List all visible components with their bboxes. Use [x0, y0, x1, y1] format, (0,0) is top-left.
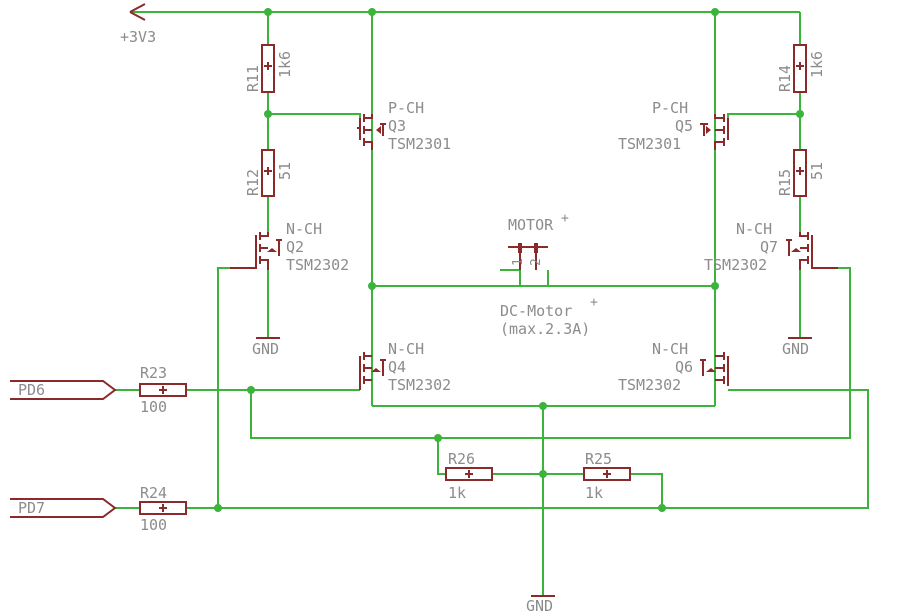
mosfet-name: Q7 — [760, 238, 778, 256]
mosfet-name: Q3 — [388, 117, 406, 135]
port-label: PD6 — [18, 381, 45, 399]
mosfet-q5: P-CH Q5 TSM2301 — [618, 99, 729, 153]
mosfet-name: Q4 — [388, 358, 406, 376]
port-label: PD7 — [18, 499, 45, 517]
mosfet-type: N-CH — [736, 220, 772, 238]
resistor-r14: R14 1k6 — [776, 44, 826, 93]
mosfet-q4: N-CH Q4 TSM2302 — [359, 340, 451, 394]
mosfet-type: N-CH — [286, 220, 322, 238]
resistor-value: 51 — [276, 162, 294, 180]
resistor-name: R15 — [776, 169, 794, 196]
motor-pin-1: 1 — [511, 258, 526, 266]
resistor-value: 51 — [808, 162, 826, 180]
junctions — [214, 8, 804, 512]
motor-plus: + — [590, 295, 598, 310]
mosfet-name: Q5 — [675, 117, 693, 135]
mosfet-name: Q2 — [286, 238, 304, 256]
mosfet-type: P-CH — [388, 99, 424, 117]
resistor-r24: R24 100 — [139, 484, 187, 534]
resistor-value: 1k — [448, 484, 466, 502]
resistor-name: R25 — [585, 450, 612, 468]
motor-pin-2: 2 — [529, 258, 544, 266]
resistor-value: 1k6 — [276, 51, 294, 78]
resistor-r26: R26 1k — [445, 450, 493, 502]
mosfet-type: N-CH — [652, 340, 688, 358]
resistor-name: R12 — [244, 169, 262, 196]
mosfet-q7: N-CH Q7 TSM2302 — [704, 220, 838, 274]
resistor-name: R26 — [448, 450, 475, 468]
resistor-name: R23 — [140, 364, 167, 382]
port-pd7: PD7 — [10, 498, 117, 518]
mosfet-q2: N-CH Q2 TSM2302 — [230, 220, 349, 274]
gnd-label-bottom: GND — [526, 597, 553, 615]
gnd-label-left: GND — [252, 340, 279, 358]
resistor-r11: R11 1k6 — [244, 44, 294, 93]
resistor-r12: R12 51 — [244, 149, 294, 197]
resistor-value: 1k6 — [808, 51, 826, 78]
motor-note: (max.2.3A) — [500, 320, 590, 338]
gnd-symbol-right: GND — [782, 337, 812, 358]
motor-value: DC-Motor — [500, 302, 572, 320]
mosfet-q3: P-CH Q3 TSM2301 — [357, 99, 451, 153]
wires — [115, 11, 869, 596]
resistor-value: 1k — [585, 484, 603, 502]
gnd-symbol-left: GND — [252, 337, 280, 358]
resistor-value: 100 — [140, 516, 167, 534]
mosfet-value: TSM2302 — [388, 376, 451, 394]
mosfet-q6: N-CH Q6 TSM2302 — [618, 340, 729, 394]
mosfet-value: TSM2301 — [618, 135, 681, 153]
resistor-r15: R15 51 — [776, 149, 826, 197]
gnd-label-right: GND — [782, 340, 809, 358]
mosfet-value: TSM2301 — [388, 135, 451, 153]
resistor-name: R24 — [140, 484, 167, 502]
mosfet-value: TSM2302 — [618, 376, 681, 394]
resistor-name: R14 — [776, 65, 794, 92]
mosfet-value: TSM2302 — [286, 256, 349, 274]
supply-arrow-icon — [129, 3, 146, 21]
port-pd6: PD6 — [10, 380, 117, 400]
mosfet-value: TSM2302 — [704, 256, 767, 274]
resistor-name: R11 — [244, 65, 262, 92]
motor-plus-top: + — [561, 211, 569, 226]
mosfet-name: Q6 — [675, 358, 693, 376]
supply-label: +3V3 — [120, 28, 156, 46]
gnd-symbol-bottom: GND — [526, 595, 555, 615]
resistor-r25: R25 1k — [583, 450, 631, 502]
mosfet-type: N-CH — [388, 340, 424, 358]
mosfet-type: P-CH — [652, 99, 688, 117]
resistor-r23: R23 100 — [139, 364, 187, 416]
motor-name: MOTOR — [508, 216, 554, 234]
motor-connector: MOTOR + 1 2 DC-Motor + (max.2.3A) — [500, 211, 598, 338]
resistor-value: 100 — [140, 398, 167, 416]
